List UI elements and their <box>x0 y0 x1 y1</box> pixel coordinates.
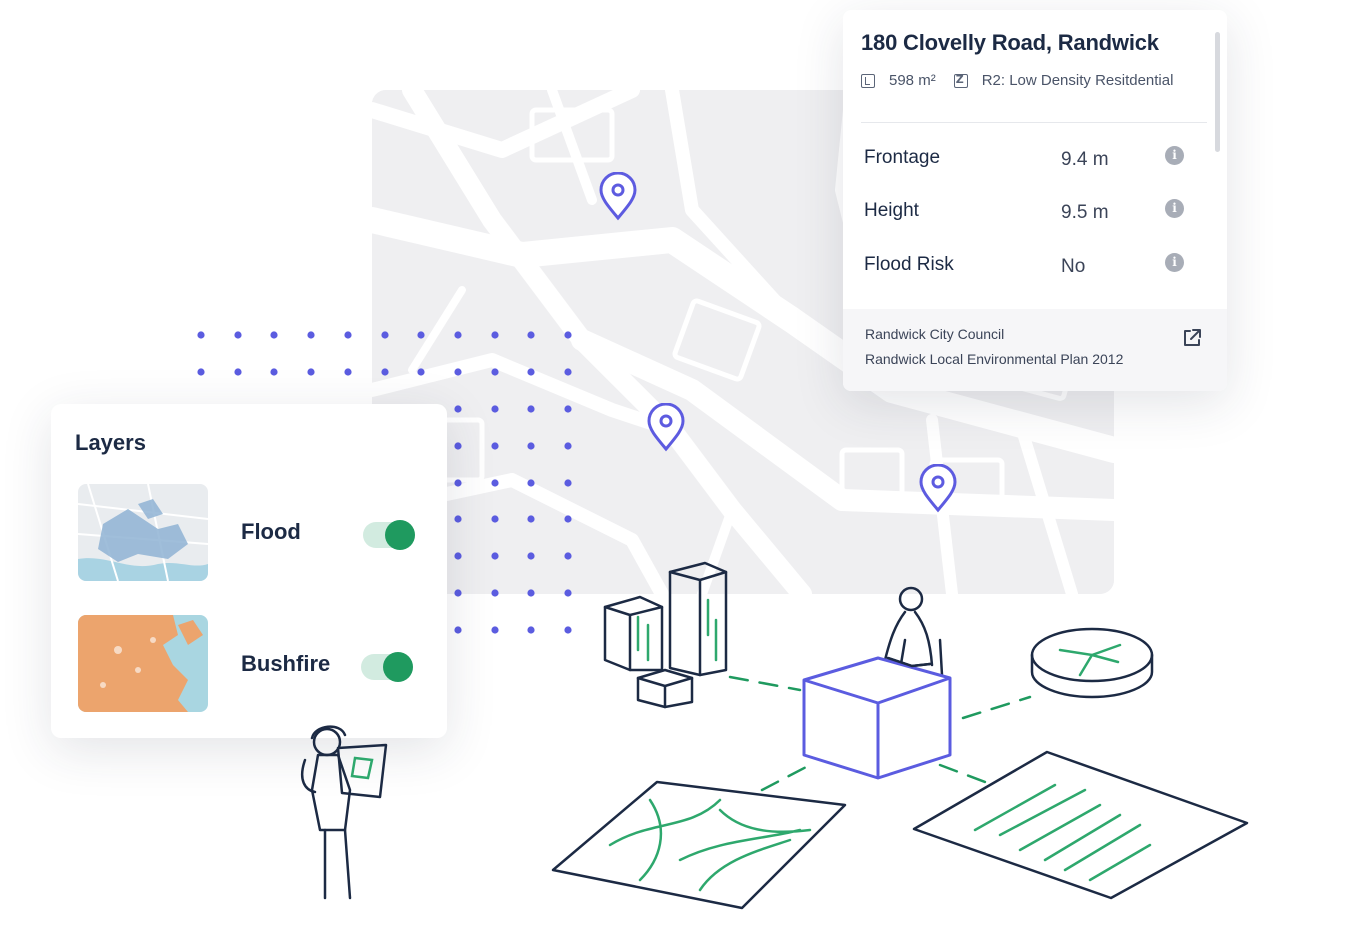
property-row-flood-risk: Flood Risk No i <box>864 253 1186 282</box>
row-label: Frontage <box>864 147 941 168</box>
info-icon[interactable]: i <box>1165 146 1184 165</box>
dot <box>197 368 205 376</box>
dot <box>564 626 572 634</box>
row-value: No <box>1061 256 1086 277</box>
row-label: Flood Risk <box>864 254 954 275</box>
flood-layer-toggle[interactable] <box>363 520 415 550</box>
row-value: 9.5 m <box>1061 202 1109 223</box>
map-pin-icon[interactable] <box>598 172 638 222</box>
property-card: 180 Clovelly Road, Randwick 598 m² R2: L… <box>843 10 1227 391</box>
divider <box>861 122 1207 123</box>
property-row-height: Height 9.5 m i <box>864 199 1186 228</box>
property-zoning: R2: Low Density Resitdential <box>981 72 1174 89</box>
property-meta: 598 m² R2: Low Density Resitdential <box>861 72 1173 89</box>
map-pin-icon[interactable] <box>918 464 958 514</box>
layer-name-bushfire: Bushfire <box>241 651 331 676</box>
external-link-icon[interactable] <box>1181 327 1203 349</box>
info-icon[interactable]: i <box>1165 199 1184 218</box>
property-area: 598 m² <box>889 72 936 89</box>
scrollbar[interactable] <box>1215 32 1220 152</box>
property-footer: Randwick City Council Randwick Local Env… <box>843 309 1227 391</box>
row-value: 9.4 m <box>1061 149 1109 170</box>
layers-title: Layers <box>75 430 146 455</box>
dot <box>491 626 499 634</box>
zoning-icon <box>953 73 968 88</box>
planning-instrument: Randwick Local Environmental Plan 2012 <box>865 351 1124 367</box>
dot <box>344 331 352 339</box>
dot <box>197 331 205 339</box>
council-name: Randwick City Council <box>865 326 1005 342</box>
dot <box>527 626 535 634</box>
layers-panel: Layers Flood Bushfire <box>51 404 447 738</box>
property-row-frontage: Frontage 9.4 m i <box>864 146 1186 175</box>
dot <box>344 368 352 376</box>
bushfire-layer-toggle[interactable] <box>361 652 413 682</box>
dot <box>454 626 462 634</box>
property-address: 180 Clovelly Road, Randwick <box>861 30 1159 55</box>
dot <box>270 331 278 339</box>
layer-name-flood: Flood <box>241 519 301 544</box>
dot <box>270 368 278 376</box>
dot <box>234 331 242 339</box>
toggle-knob <box>385 520 415 550</box>
dot <box>234 368 242 376</box>
toggle-knob <box>383 652 413 682</box>
map-pin-icon[interactable] <box>646 403 686 453</box>
bushfire-layer-thumbnail <box>78 615 208 712</box>
flood-layer-thumbnail <box>78 484 208 581</box>
land-area-icon <box>861 73 875 88</box>
dot <box>307 331 315 339</box>
row-label: Height <box>864 200 919 221</box>
info-icon[interactable]: i <box>1165 253 1184 272</box>
dot <box>307 368 315 376</box>
